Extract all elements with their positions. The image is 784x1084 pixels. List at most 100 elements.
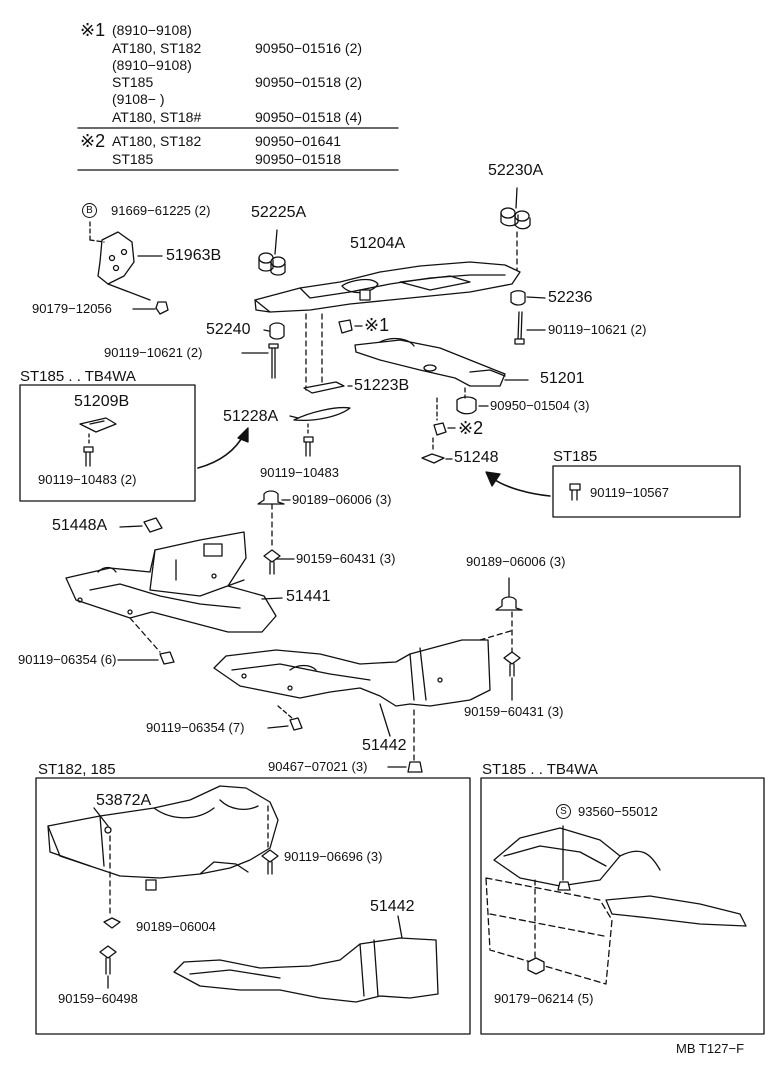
plate-51209b-drawing — [79, 417, 117, 433]
spacer-52240-drawing — [269, 322, 285, 340]
inset-frame-tb4wa-top — [19, 384, 196, 502]
inset-frame-st182 — [35, 777, 471, 1035]
inset-st185-heading: ST185 — [553, 448, 598, 465]
bolt-90159-60431-left-drawing — [263, 549, 281, 575]
note1-model-1: (8910−9108) — [112, 22, 192, 38]
inset-tb4wa-top-heading: ST185 . . TB4WA — [20, 368, 136, 385]
label-52225a: 52225A — [251, 204, 307, 221]
label-51448a-drawing — [143, 517, 163, 533]
label-90179-12056: 90179−12056 — [32, 301, 112, 316]
note1-model-2: AT180, ST182 — [112, 40, 202, 56]
inset-frame-tb4wa-bottom — [480, 777, 765, 1035]
mount-52230a-drawing — [500, 207, 531, 230]
bolt-90119-06354-right-drawing — [289, 717, 303, 731]
label-51441: 51441 — [286, 588, 331, 605]
label-90119-06354-right: 90119−06354 (7) — [146, 720, 245, 735]
plate-51228a-drawing — [293, 406, 351, 422]
bolt-90119-10621-right-drawing — [514, 311, 525, 345]
label-51201: 51201 — [540, 370, 585, 387]
crossmember-51204a-drawing — [254, 261, 521, 313]
label-51248: 51248 — [454, 449, 499, 466]
note2-part-1: 90950−01641 — [255, 133, 342, 149]
nut-90189-06006-right-drawing — [495, 596, 523, 611]
undercover-tb4wa-drawing — [485, 827, 747, 985]
note2-mark: ※2 — [80, 131, 106, 151]
label-91669-61225: 91669−61225 (2) — [111, 203, 211, 218]
note1-part-6: 90950−01518 (4) — [255, 109, 363, 125]
note2-model-2: ST185 — [112, 151, 154, 167]
circle-s-marker: S — [556, 804, 571, 819]
nut-90179-12056-drawing — [155, 301, 169, 315]
note1-model-5: (9108− ) — [112, 91, 165, 107]
label-52236: 52236 — [548, 289, 593, 306]
label-90119-10567: 90119−10567 — [590, 485, 669, 500]
nut-90189-06006-left-drawing — [257, 490, 285, 505]
cover-51442-drawing — [213, 639, 491, 707]
arrow-from-st185-inset — [491, 477, 551, 497]
bolt-90159-60498-drawing — [99, 945, 117, 975]
bolt-90119-06354-left-drawing — [159, 651, 175, 665]
label-51223b: 51223B — [354, 377, 410, 394]
mount-52225a-drawing — [258, 252, 286, 276]
bolt-90119-06696-drawing — [261, 849, 279, 875]
screw-93560-55012-drawing — [557, 881, 571, 891]
label-90119-06696: 90119−06696 (3) — [284, 849, 383, 864]
label-mark1: ※1 — [364, 315, 390, 335]
label-90119-10621-right: 90119−10621 (2) — [548, 322, 647, 337]
cover-51441-drawing — [65, 531, 277, 633]
bolt-90159-60431-right-drawing — [503, 611, 521, 677]
label-90119-10621-left: 90119−10621 (2) — [104, 345, 203, 360]
inset-frame-st185 — [552, 465, 741, 518]
nut-mark1-drawing — [338, 319, 353, 334]
label-90179-06214: 90179−06214 (5) — [494, 991, 594, 1006]
label-90119-06354-left: 90119−06354 (6) — [18, 652, 117, 667]
footer-code: MB T127−F — [676, 1041, 745, 1056]
plate-51223b-drawing — [303, 381, 345, 394]
note1-mark: ※1 — [80, 20, 106, 40]
label-90189-06004: 90189−06004 — [136, 919, 216, 934]
note1-part-4: 90950−01518 (2) — [255, 74, 363, 90]
nut-90189-06004-drawing — [103, 917, 121, 929]
circle-b-marker: B — [82, 203, 97, 218]
bolt-90119-10483-drawing — [303, 423, 314, 457]
inset-st182-heading: ST182, 185 — [38, 761, 116, 778]
label-52240: 52240 — [206, 321, 251, 338]
washer-51248-drawing — [421, 453, 445, 464]
inset-tb4wa-bottom-heading: ST185 . . TB4WA — [482, 761, 598, 778]
label-51228a: 51228A — [223, 408, 279, 425]
nut-90179-06214-drawing — [527, 957, 545, 975]
clip-90467-07021-drawing — [407, 761, 423, 773]
bolt-90119-10621-left-drawing — [268, 343, 279, 379]
label-93560-55012: 93560−55012 — [578, 804, 658, 819]
bolt-90119-10567-drawing — [569, 483, 581, 501]
note1-part-2: 90950−01516 (2) — [255, 40, 363, 56]
label-90189-06006-left: 90189−06006 (3) — [292, 492, 392, 507]
label-51963b: 51963B — [166, 247, 222, 264]
spacer-52236-drawing — [510, 290, 526, 306]
crossmember-51201-drawing — [354, 337, 506, 387]
label-90159-60431-right: 90159−60431 (3) — [464, 704, 564, 719]
label-51204a: 51204A — [350, 235, 406, 252]
label-90159-60431-left: 90159−60431 (3) — [296, 551, 396, 566]
note1-model-3: (8910−9108) — [112, 57, 192, 73]
bracket-51963b-drawing — [97, 231, 151, 301]
label-inset-90119-10483: 90119−10483 (2) — [38, 472, 137, 487]
label-inset-51442: 51442 — [370, 898, 415, 915]
arrow-to-51228a — [197, 433, 245, 469]
note2-part-2: 90950−01518 — [255, 151, 342, 167]
label-mark2: ※2 — [458, 418, 484, 438]
label-51448a: 51448A — [52, 517, 108, 534]
note1-model-4: ST185 — [112, 74, 154, 90]
cover-51442-inset-drawing — [173, 937, 439, 1003]
label-90159-60498: 90159−60498 — [58, 991, 138, 1006]
label-90119-10483: 90119−10483 — [260, 465, 339, 480]
note2-model-1: AT180, ST182 — [112, 133, 202, 149]
label-51209b: 51209B — [74, 393, 130, 410]
label-52230a: 52230A — [488, 162, 544, 179]
note1-model-6: AT180, ST18# — [112, 109, 202, 125]
label-90467-07021: 90467−07021 (3) — [268, 759, 368, 774]
bolt-51209b-drawing — [83, 433, 94, 467]
bushing-90950-01504-drawing — [456, 396, 477, 415]
label-90189-06006-right: 90189−06006 (3) — [466, 554, 566, 569]
